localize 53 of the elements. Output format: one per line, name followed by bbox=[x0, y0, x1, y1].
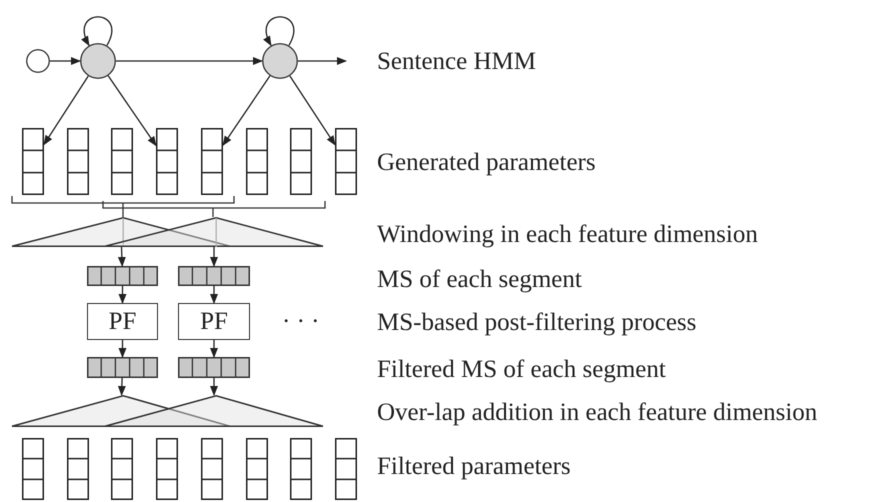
arrow bbox=[116, 57, 263, 65]
arrow bbox=[210, 340, 218, 358]
row-label: Filtered parameters bbox=[377, 452, 571, 482]
parameter-vector bbox=[156, 128, 178, 195]
arrow bbox=[210, 378, 218, 396]
parameter-vector bbox=[67, 438, 89, 500]
overlap-add-triangle bbox=[105, 395, 323, 427]
row-label: Filtered MS of each segment bbox=[377, 355, 666, 385]
parameter-vector bbox=[201, 128, 223, 195]
arrow bbox=[108, 75, 157, 146]
parameter-vector bbox=[67, 128, 89, 195]
parameter-vector bbox=[156, 438, 178, 500]
ellipsis: · · · bbox=[282, 307, 320, 337]
parameter-vector bbox=[290, 128, 312, 195]
spectrum-segment-bar bbox=[87, 357, 158, 378]
post-filter-box: PF bbox=[87, 303, 158, 340]
parameter-vector bbox=[335, 438, 357, 500]
arrow bbox=[43, 76, 89, 146]
parameter-vector bbox=[111, 438, 133, 500]
row-label: MS of each segment bbox=[377, 265, 582, 295]
parameter-vector bbox=[22, 438, 44, 500]
row-label: Windowing in each feature dimension bbox=[377, 220, 758, 250]
spectrum-segment-bar bbox=[178, 266, 250, 286]
arrow bbox=[50, 57, 81, 65]
arrow bbox=[118, 378, 126, 396]
parameter-vector bbox=[22, 128, 44, 195]
arrow bbox=[118, 286, 126, 304]
arrow bbox=[118, 340, 126, 358]
row-label: Generated parameters bbox=[377, 148, 596, 178]
arrow bbox=[118, 246, 126, 267]
arrow bbox=[82, 16, 112, 46]
arrow bbox=[210, 247, 218, 267]
arrow bbox=[289, 76, 336, 146]
hmm-state-circle bbox=[80, 43, 116, 79]
parameter-vector bbox=[201, 438, 223, 500]
arrow bbox=[298, 57, 347, 65]
post-filter-box: PF bbox=[178, 303, 250, 340]
hmm-state-circle bbox=[262, 43, 298, 79]
row-label: Sentence HMM bbox=[377, 47, 536, 77]
parameter-vector bbox=[335, 128, 357, 195]
parameter-vector bbox=[290, 438, 312, 500]
start-state-circle bbox=[26, 49, 50, 73]
window-triangle bbox=[105, 217, 323, 247]
arrow bbox=[264, 16, 294, 46]
row-label: Over-lap addition in each feature dimension bbox=[377, 398, 818, 428]
parameter-vector bbox=[246, 128, 268, 195]
parameter-vector bbox=[246, 438, 268, 500]
parameter-vector bbox=[111, 128, 133, 195]
row-label: MS-based post-filtering process bbox=[377, 308, 696, 338]
spectrum-segment-bar bbox=[178, 357, 250, 378]
arrow bbox=[210, 286, 218, 304]
spectrum-segment-bar bbox=[87, 266, 158, 286]
arrow bbox=[222, 76, 270, 146]
